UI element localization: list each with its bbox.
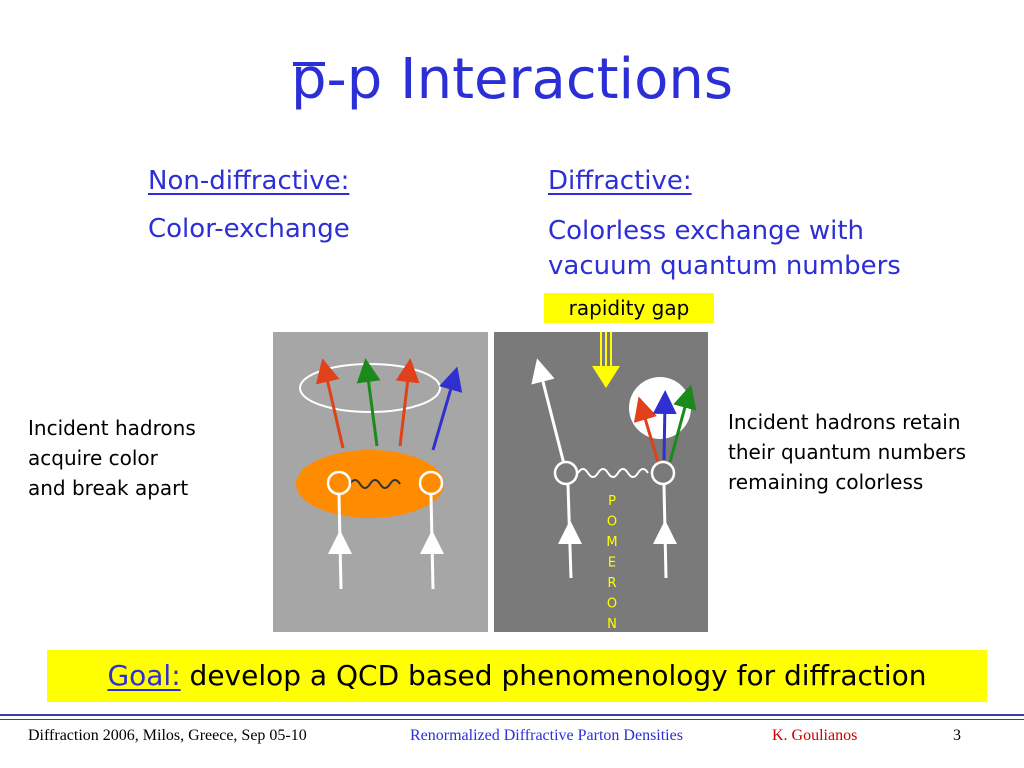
left-note: Incident hadrons acquire color and break…	[28, 413, 196, 503]
pomeron-letter: N	[607, 617, 617, 632]
left-note-line3: and break apart	[28, 476, 189, 500]
colorless-exchange-line2: vacuum quantum numbers	[548, 251, 901, 281]
non-diffractive-heading: Non-diffractive:	[148, 166, 350, 196]
pomeron-letter: M	[606, 535, 617, 550]
right-note-line2: their quantum numbers	[728, 440, 967, 464]
colorless-exchange-line1: Colorless exchange with	[548, 216, 865, 246]
green-arrow	[356, 358, 381, 447]
incoming-right	[662, 484, 668, 579]
footer-talk-title: Renormalized Diffractive Parton Densitie…	[410, 727, 683, 744]
title-rest: -p Interactions	[326, 47, 734, 112]
gluon-wave	[349, 479, 401, 489]
blue-arrow	[431, 366, 463, 451]
goal-label: Goal:	[107, 659, 181, 692]
left-note-line1: Incident hadrons	[28, 416, 196, 440]
pomeron-letter: O	[607, 597, 617, 612]
vertex-right	[418, 470, 444, 496]
pomeron-letter: P	[608, 494, 616, 509]
goal-box: Goal: develop a QCD based phenomenology …	[47, 650, 987, 702]
goal-text: develop a QCD based phenomenology for di…	[180, 659, 927, 692]
colorless-bubble	[629, 377, 691, 439]
footer-divider	[0, 714, 1024, 716]
red-arrow	[633, 396, 660, 463]
title-pbar: p	[290, 47, 327, 112]
diffractive-heading: Diffractive:	[548, 166, 692, 196]
blue-arrow	[652, 390, 677, 461]
pomeron-letter: O	[607, 515, 617, 530]
color-exchange-text: Color-exchange	[148, 214, 350, 244]
red-arrow-2	[395, 358, 420, 447]
pomeron-wave	[577, 468, 649, 478]
non-diffractive-svg	[296, 358, 463, 590]
non-diffractive-diagram	[273, 332, 488, 632]
vertex-right	[650, 460, 676, 486]
right-note-line1: Incident hadrons retain	[728, 410, 961, 434]
incoming-left	[566, 484, 573, 579]
vertex-left	[553, 460, 579, 486]
pomeron-letter: R	[607, 576, 616, 591]
red-arrow	[316, 358, 345, 449]
green-arrow	[668, 384, 697, 463]
pomeron-letter: E	[608, 556, 616, 571]
page-title: p-p Interactions	[0, 52, 1024, 108]
right-note-line3: remaining colorless	[728, 470, 924, 494]
footer-conference: Diffraction 2006, Milos, Greece, Sep 05-…	[28, 727, 307, 744]
footer-author: K. Goulianos	[772, 727, 858, 744]
vertex-left	[326, 470, 352, 496]
footer-page-number: 3	[953, 727, 961, 744]
rapidity-gap-label: rapidity gap	[544, 293, 714, 323]
left-note-line2: acquire color	[28, 446, 158, 470]
right-note: Incident hadrons retain their quantum nu…	[728, 407, 966, 497]
gap-arrow-head	[592, 366, 620, 388]
footer-divider-thin	[0, 719, 1024, 720]
scattered-proton	[531, 358, 566, 465]
